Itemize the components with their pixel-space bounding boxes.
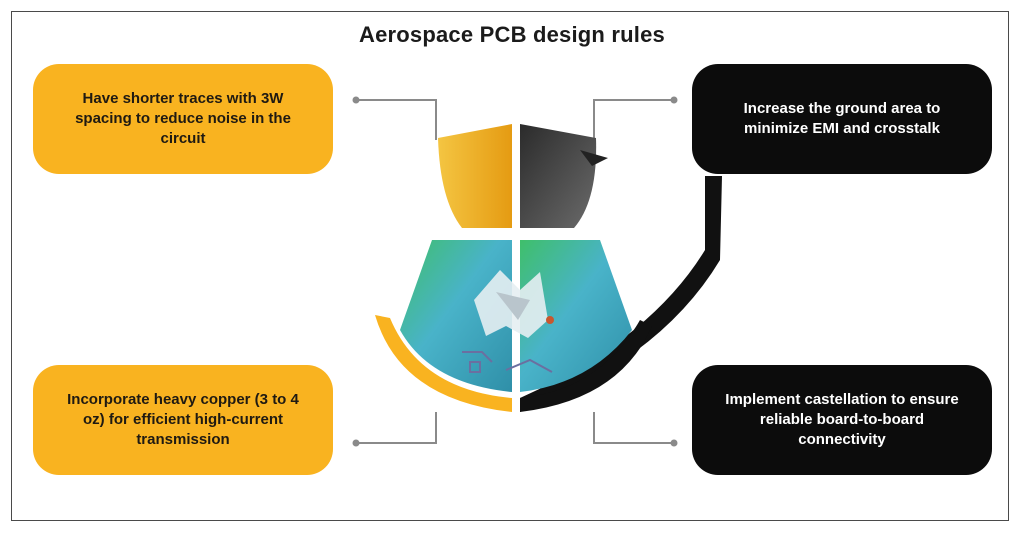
- pcb-board-image: [400, 240, 632, 392]
- diagram-title: Aerospace PCB design rules: [359, 22, 665, 47]
- bottom-bowl: [375, 315, 652, 412]
- rule-card-shorter-traces: Have shorter traces with 3W spacing to r…: [33, 64, 333, 174]
- dark-swoosh: [520, 176, 722, 412]
- rule-text: Incorporate heavy copper (3 to 4 oz) for…: [67, 391, 299, 448]
- top-ring-segment: [438, 124, 608, 228]
- rule-card-castellation: Implement castellation to ensure reliabl…: [692, 365, 992, 475]
- rule-text: Implement castellation to ensure reliabl…: [725, 391, 959, 448]
- rule-card-heavy-copper: Incorporate heavy copper (3 to 4 oz) for…: [33, 365, 333, 475]
- connector-top-left: [352, 96, 437, 140]
- rule-text: Increase the ground area to minimize EMI…: [743, 100, 941, 137]
- rule-card-ground-area: Increase the ground area to minimize EMI…: [692, 64, 992, 174]
- connector-bottom-left: [352, 412, 437, 447]
- rule-text: Have shorter traces with 3W spacing to r…: [75, 90, 291, 147]
- connector-top-right: [593, 96, 678, 140]
- connector-bottom-right: [593, 412, 678, 447]
